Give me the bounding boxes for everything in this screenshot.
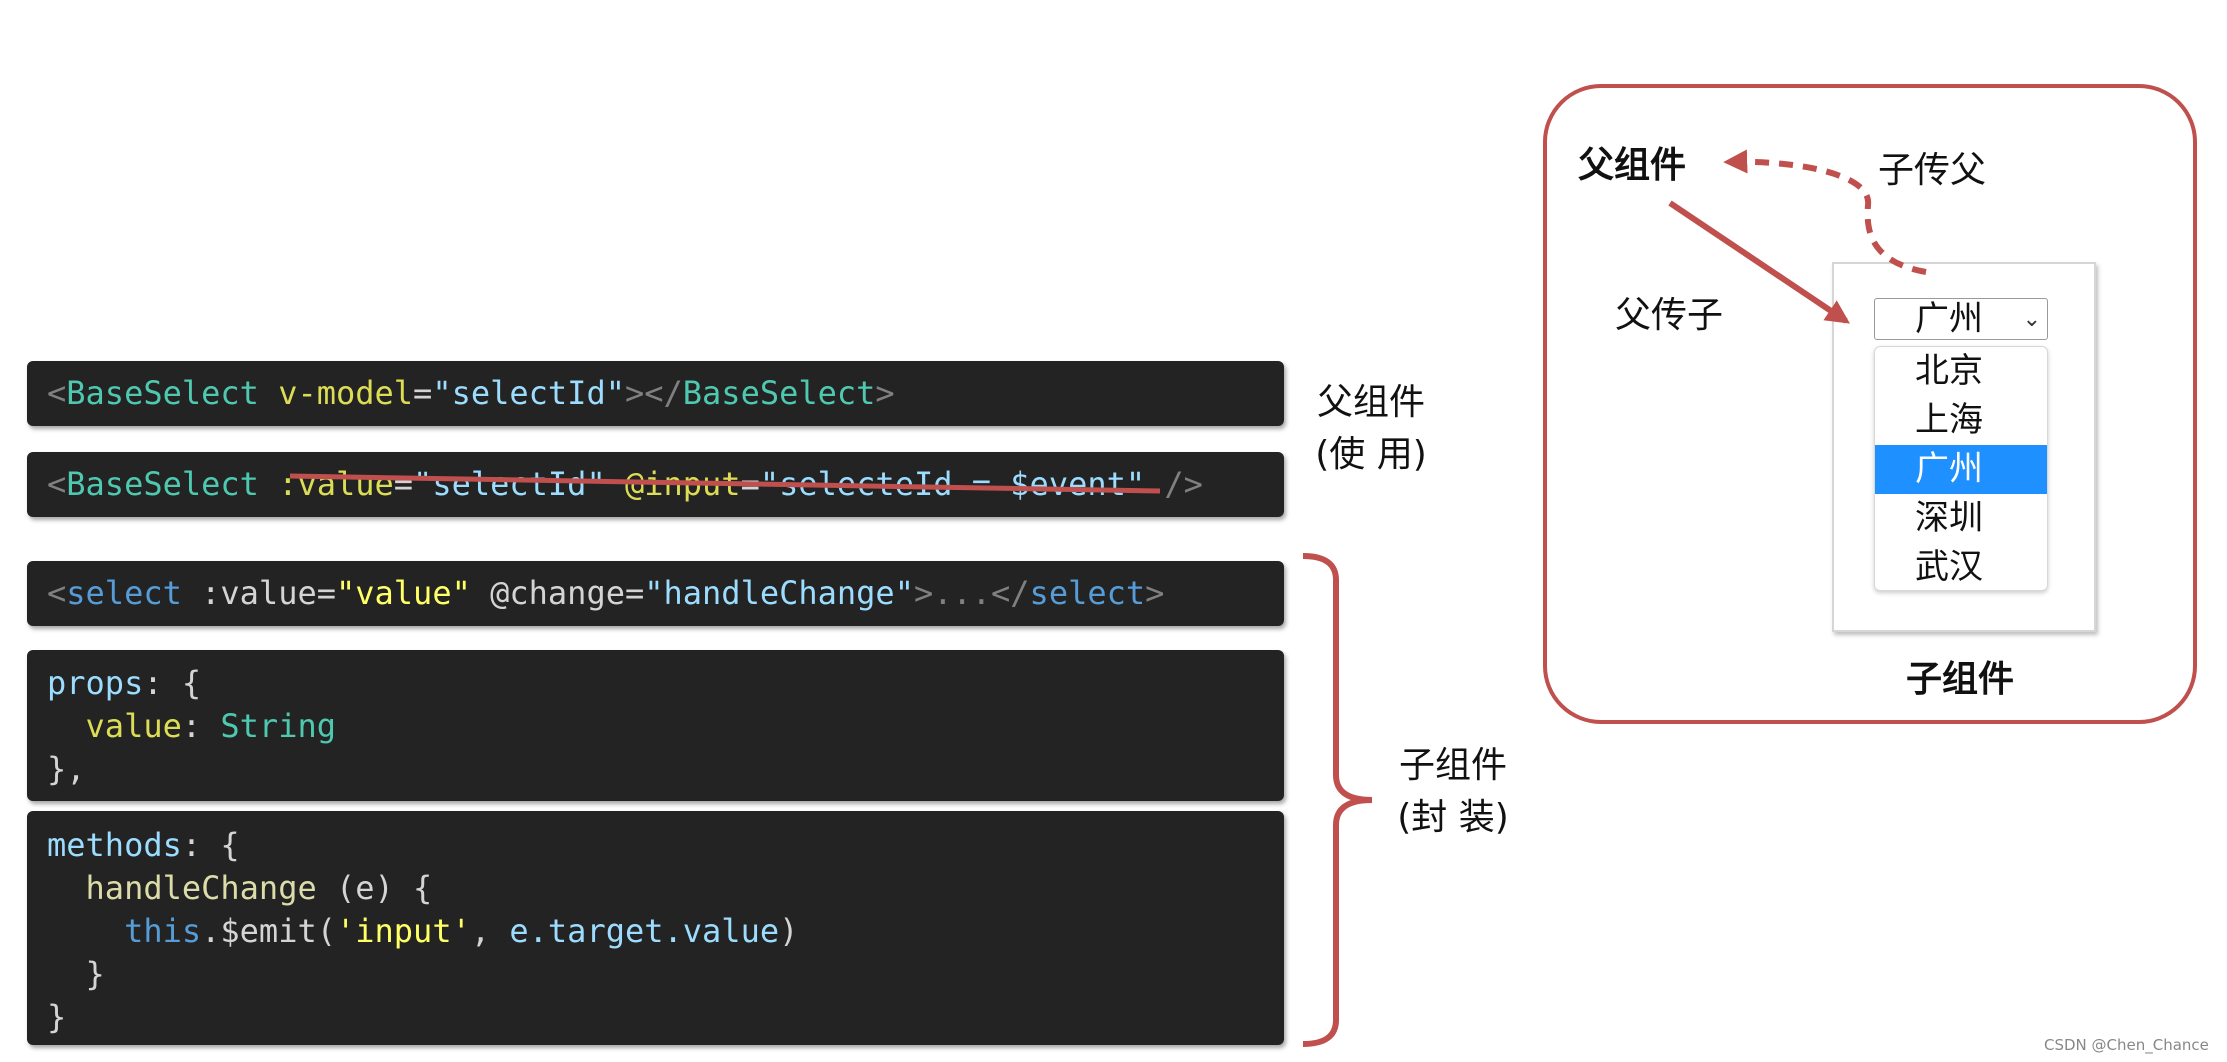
code-token: = — [393, 465, 414, 503]
code-token: select — [66, 574, 182, 612]
code-token: , — [470, 912, 510, 950]
diagram-parent-to-child-label: 父传子 — [1615, 295, 1724, 336]
city-select[interactable]: 广州 ⌄ — [1874, 298, 2048, 340]
code-token: BaseSelect — [682, 374, 876, 412]
code-token: >...</ — [913, 574, 1030, 612]
city-option[interactable]: 深圳 — [1915, 498, 1983, 538]
code-token: "value" — [335, 574, 471, 612]
code-token: "selectId" — [413, 465, 606, 503]
child-select-widget: 广州 ⌄ 北京上海广州深圳武汉 — [1832, 262, 2096, 632]
code-token: = — [413, 374, 433, 412]
code-token: props — [47, 664, 144, 702]
city-option[interactable]: 广州 — [1875, 445, 2047, 494]
code-line: props: { — [47, 662, 1264, 705]
watermark: CSDN @Chen_Chance — [2044, 1036, 2209, 1054]
code-line: this.$emit('input', e.target.value) — [47, 910, 1264, 953]
code-token: > — [875, 374, 895, 412]
parent-to-child-arrow — [1668, 200, 1850, 324]
code-token: < — [47, 574, 67, 612]
code-token: : { — [181, 826, 240, 864]
code-line: }, — [47, 748, 1264, 791]
code-token: String — [220, 707, 336, 745]
code-line: } — [47, 953, 1264, 996]
code-token: v-model — [258, 374, 414, 412]
code-token: @change — [470, 574, 625, 612]
code-token: .$emit( — [201, 912, 336, 950]
code-token: ></ — [624, 374, 683, 412]
code-token: "selectId" — [432, 374, 625, 412]
code-token: BaseSelect — [66, 374, 259, 412]
chevron-down-icon: ⌄ — [2022, 307, 2041, 332]
usage-label-sub: (使 用) — [1315, 434, 1427, 476]
code-token: < — [47, 465, 67, 503]
code-token: (e) { — [316, 869, 433, 907]
code-token: "handleChange" — [644, 574, 914, 612]
city-option[interactable]: 上海 — [1915, 400, 1983, 440]
code-child-template: <select :value="value" @change="handleCh… — [27, 561, 1284, 626]
child-panels-brace — [1302, 553, 1373, 1047]
city-select-value: 广州 — [1915, 299, 1983, 339]
code-token: :value — [258, 465, 394, 503]
code-token: this — [47, 912, 202, 950]
child-to-parent-arrow — [1723, 149, 1927, 275]
usage-label-title: 父组件 — [1316, 382, 1425, 423]
code-token: select — [1029, 574, 1146, 612]
code-token: } — [47, 955, 105, 993]
code-token: } — [47, 998, 67, 1036]
code-token: 'input' — [335, 912, 471, 950]
code-token: e.target.value — [509, 912, 780, 950]
diagram-child-to-parent-label: 子传父 — [1878, 150, 1987, 191]
code-parent-usage: <BaseSelect v-model="selectId"></BaseSel… — [27, 361, 1284, 426]
city-option[interactable]: 北京 — [1915, 351, 1983, 391]
code-token: BaseSelect — [66, 465, 259, 503]
diagram-child-label: 子组件 — [1906, 659, 2015, 700]
code-token: : — [181, 707, 221, 745]
diagram-frame — [1543, 84, 2197, 724]
code-child-props: props: { value: String}, — [27, 650, 1284, 801]
code-token: }, — [47, 750, 86, 788]
diagram-parent-label: 父组件 — [1578, 145, 1687, 186]
wrap-label-sub: (封 装) — [1397, 797, 1509, 839]
strike-line — [289, 473, 1161, 494]
usage-label: 父组件 (使 用) — [1300, 377, 1442, 481]
code-line: } — [47, 996, 1264, 1039]
code-token: = — [624, 574, 645, 612]
code-line: handleChange (e) { — [47, 867, 1264, 910]
code-line: <select :value="value" @change="handleCh… — [47, 572, 1164, 615]
wrap-label: 子组件 (封 装) — [1382, 740, 1524, 844]
city-dropdown: 北京上海广州深圳武汉 — [1874, 346, 2048, 591]
code-line: value: String — [47, 705, 1264, 748]
code-line: <BaseSelect v-model="selectId"></BaseSel… — [47, 372, 895, 415]
code-token: = — [316, 574, 336, 612]
code-token: methods — [47, 826, 182, 864]
code-token: > — [1145, 574, 1165, 612]
code-token: < — [47, 374, 67, 412]
wrap-label-title: 子组件 — [1398, 745, 1507, 786]
code-token: handleChange — [47, 869, 317, 907]
city-option[interactable]: 武汉 — [1915, 547, 1983, 587]
code-token: :value — [181, 574, 317, 612]
code-token: : { — [143, 664, 202, 702]
code-token: value — [47, 707, 182, 745]
code-token: /> — [1145, 465, 1203, 503]
code-child-methods: methods: { handleChange (e) { this.$emit… — [27, 811, 1284, 1045]
code-token: ) — [779, 912, 799, 950]
code-line: methods: { — [47, 824, 1264, 867]
